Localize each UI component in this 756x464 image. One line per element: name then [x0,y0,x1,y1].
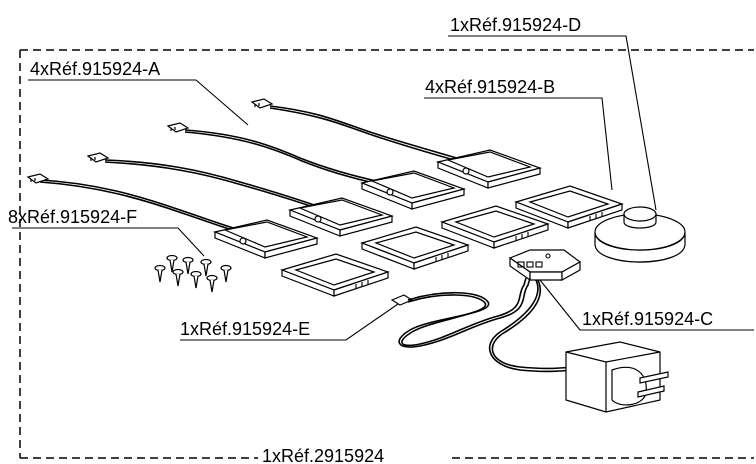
led-spot-1 [435,149,543,189]
led-spot-2 [359,170,467,210]
frame-2 [440,205,550,249]
led-spot-3 [287,197,395,237]
frame-4 [280,253,390,297]
led-cables [39,105,473,237]
frame-1 [514,185,624,229]
distributor-box [508,249,582,282]
mounting-frames [280,185,624,297]
label-part-b: 4xRéf.915924-B [425,77,555,97]
label-part-a: 4xRéf.915924-A [30,59,160,79]
leader-lines [12,35,754,341]
touch-switch [594,206,686,263]
label-part-d: 1xRéf.915924-D [450,15,581,35]
label-part-e: 1xRéf.915924-E [180,319,310,339]
cable-plugs [26,98,274,184]
power-adapter [488,279,669,413]
label-kit: 1xRéf.2915924 [262,446,384,464]
kit-boundary [19,49,754,459]
led-spots [212,149,543,259]
frame-3 [360,226,470,270]
screws [154,254,232,293]
label-part-f: 8xRéf.915924-F [8,207,137,227]
label-part-c: 1xRéf.915924-C [582,309,713,329]
led-spot-4 [212,219,320,259]
extension-cable [390,277,531,348]
